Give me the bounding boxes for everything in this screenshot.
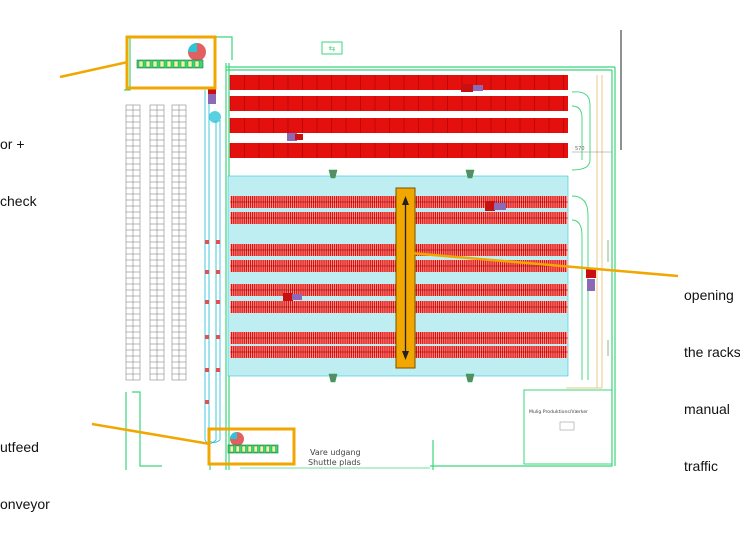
production-room	[523, 389, 613, 465]
rack-row	[229, 143, 568, 158]
warehouse-layout-diagram: 570	[59, 30, 679, 470]
callout-line: check	[0, 193, 37, 209]
outgoing-goods-label: Vare udgang	[310, 448, 361, 457]
loop-lines	[571, 91, 612, 380]
outfeed-highlight-box	[207, 427, 296, 466]
shuttle-icon	[586, 268, 596, 291]
callout-line: manual	[684, 401, 730, 417]
rack-row	[229, 75, 568, 90]
shuttle-icon	[287, 133, 303, 141]
rack-row	[229, 118, 568, 133]
conveyor-path	[204, 90, 221, 444]
marker-icon	[465, 169, 475, 179]
shuttle-icon	[461, 84, 483, 92]
shuttle-vehicles	[208, 84, 596, 383]
callout-line: the racks	[684, 344, 740, 360]
callout-line: onveyor	[0, 496, 50, 512]
shuttle-area-label: Shuttle plads	[308, 458, 361, 467]
exit-sign	[321, 41, 343, 55]
left-racks-outline	[125, 104, 187, 381]
lift-icon	[208, 89, 216, 104]
buffer-channel	[566, 75, 603, 389]
callout-line: or +	[0, 136, 25, 152]
exit-sign-icon: ⇆	[329, 44, 336, 53]
rack-row	[229, 96, 568, 111]
manual-traffic-opening	[395, 187, 416, 369]
dimension-label: 570	[575, 146, 585, 152]
infeed-callout: or + check	[0, 97, 37, 230]
callout-line: traffic	[684, 458, 718, 474]
marker-icon	[465, 373, 475, 383]
callout-line: opening	[684, 287, 734, 303]
marker-icon	[328, 169, 338, 179]
callout-leader-lines	[59, 60, 679, 446]
marker-icon	[328, 373, 338, 383]
opening-callout: opening the racks manual traffic	[684, 248, 740, 495]
shuttle-icon	[283, 293, 302, 301]
shuttle-icon	[485, 201, 506, 211]
callout-line: utfeed	[0, 439, 39, 455]
outfeed-callout: utfeed onveyor	[0, 400, 50, 533]
production-room-label: Mulig Produktions/Værker	[529, 409, 588, 415]
outfeed-station	[227, 432, 279, 454]
conveyor-markers	[205, 240, 220, 404]
infeed-station	[136, 43, 221, 123]
